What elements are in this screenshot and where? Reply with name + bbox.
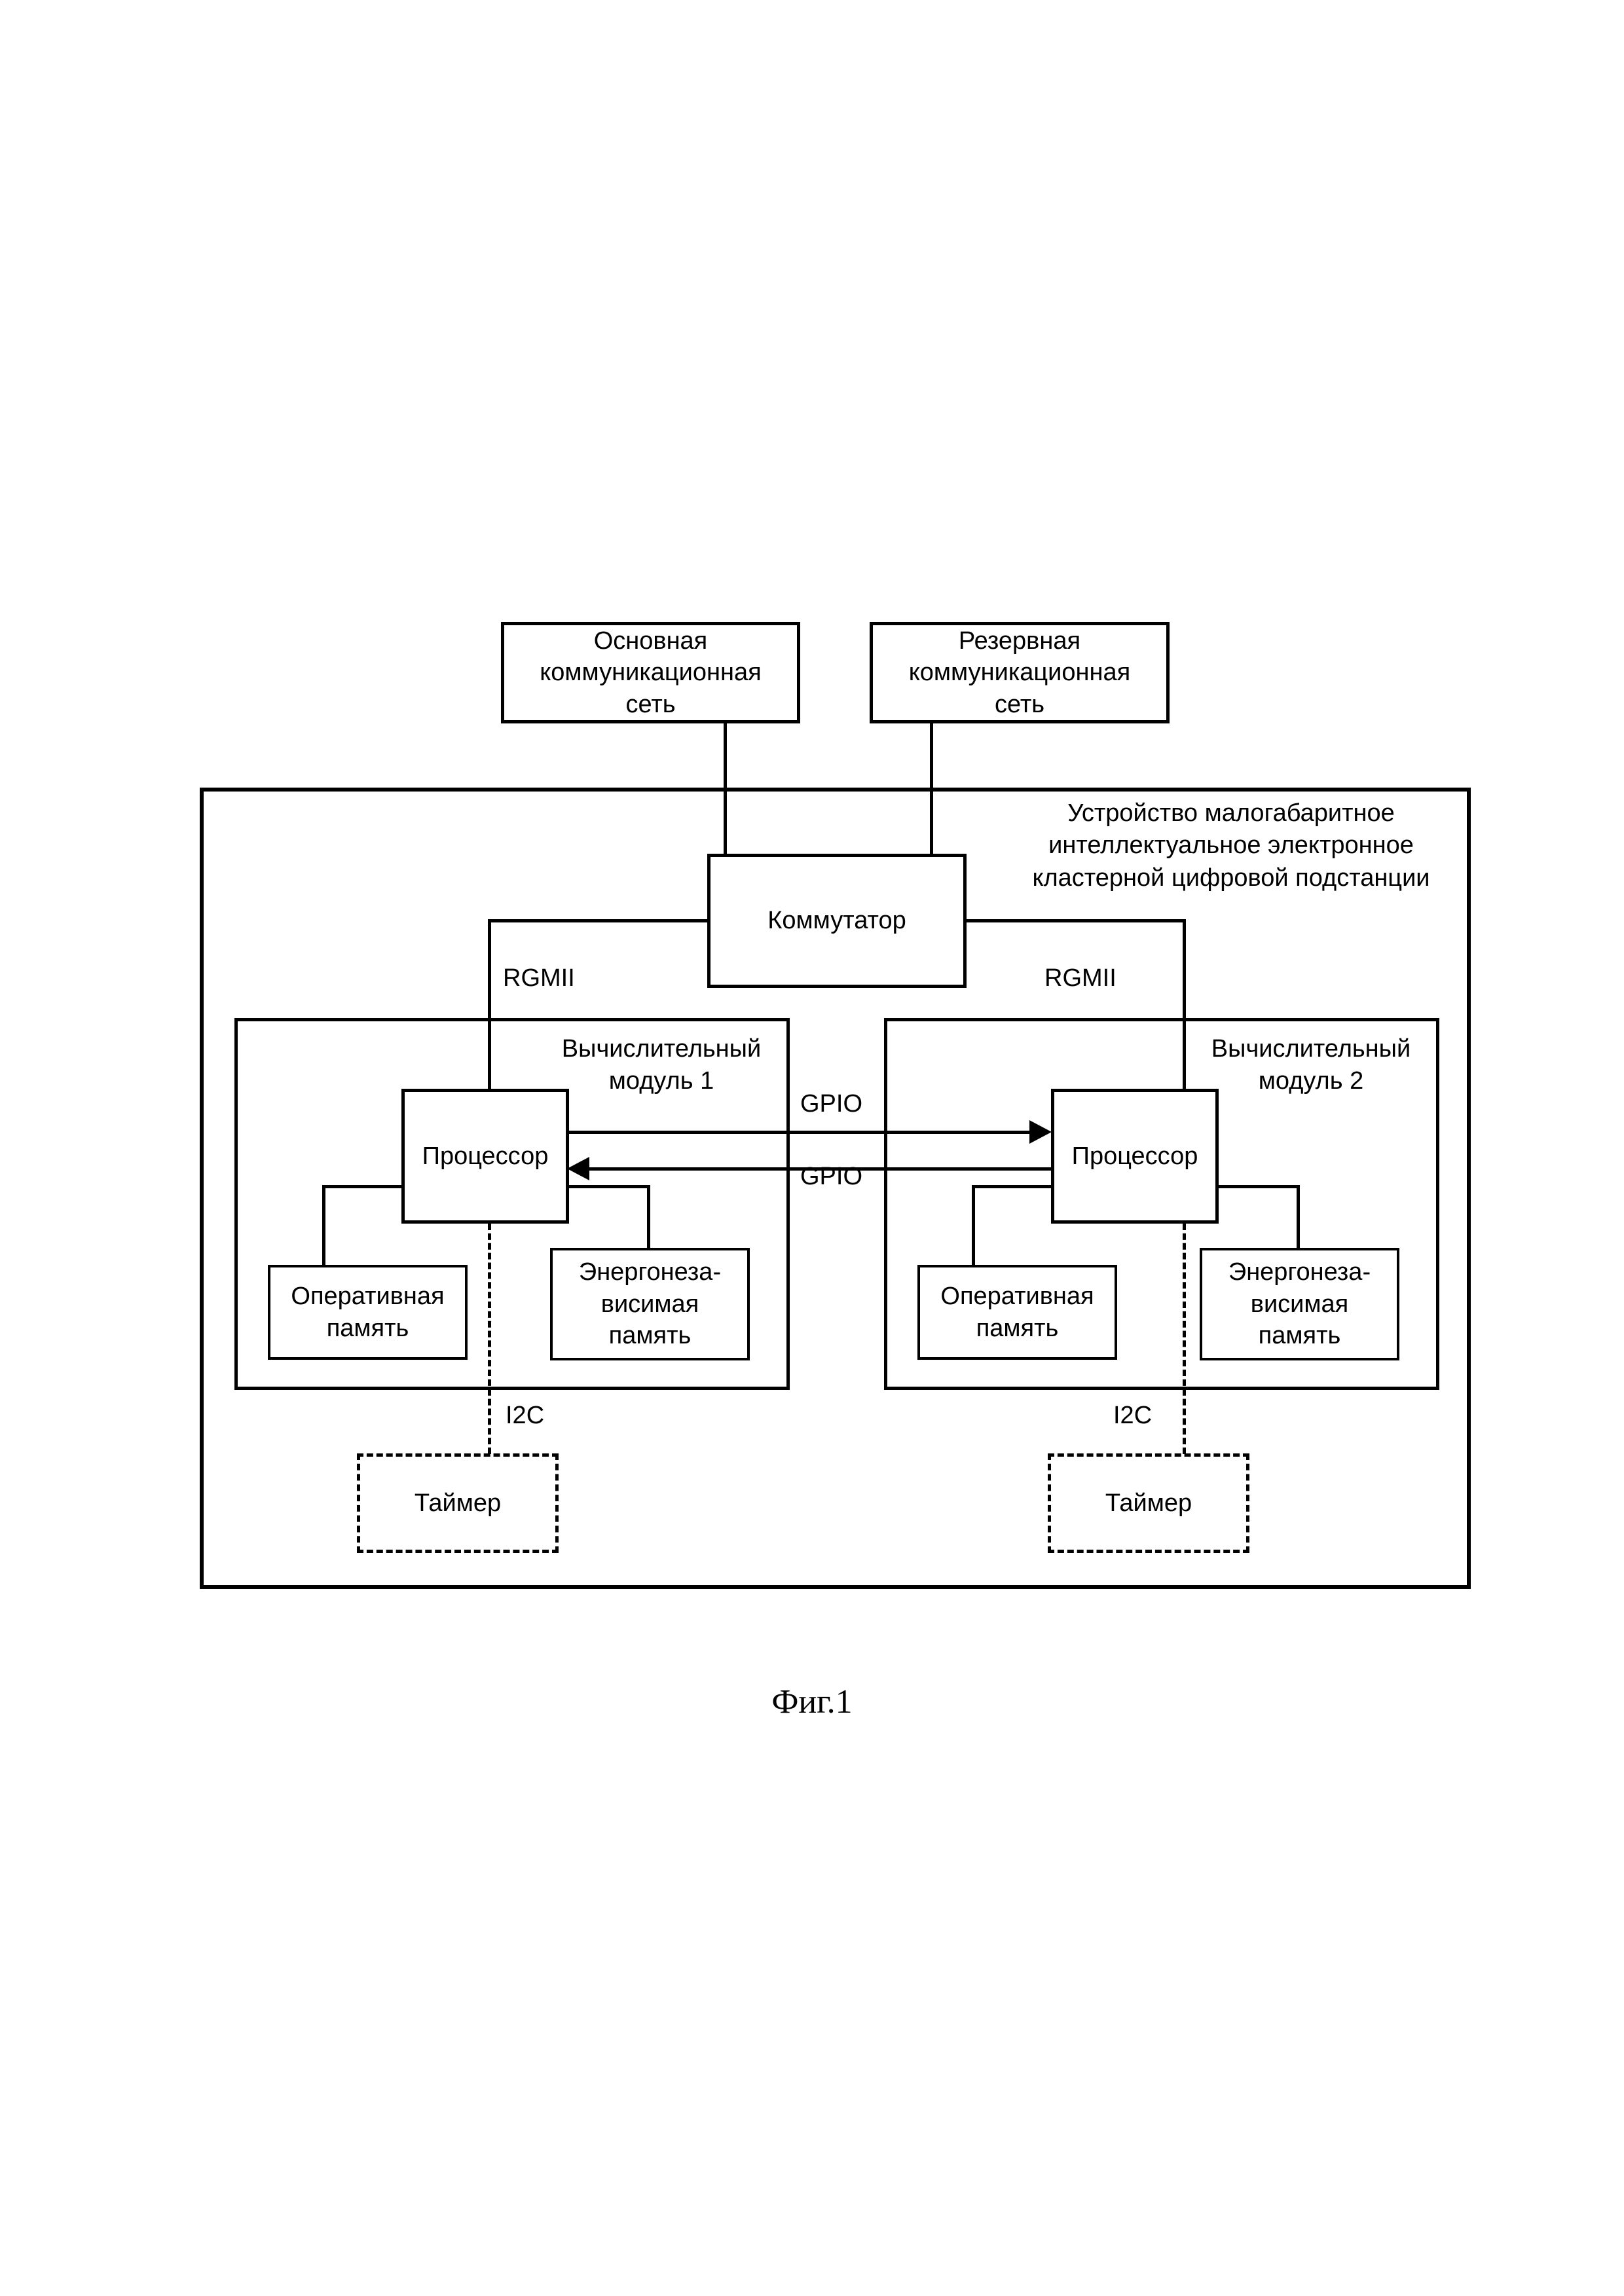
switch-left-branch-horizontal bbox=[488, 919, 710, 922]
nvm-2-box: Энергонеза- висимая память bbox=[1200, 1248, 1399, 1360]
processor-1-ram-link-vertical bbox=[322, 1185, 325, 1267]
processor-2-box: Процессор bbox=[1051, 1089, 1219, 1224]
processor-2-nvm-link-horizontal bbox=[1216, 1185, 1300, 1188]
switch-box: Коммутатор bbox=[707, 854, 967, 988]
processor-1-nvm-link-horizontal bbox=[566, 1185, 650, 1188]
primary-communication-network-label: Основная коммуникационная сеть bbox=[540, 627, 762, 718]
gpio-forward-line bbox=[567, 1131, 1033, 1134]
processor-1-ram-link-horizontal bbox=[322, 1185, 404, 1188]
gpio-forward-label: GPIO bbox=[800, 1090, 863, 1118]
backup-network-drop-line bbox=[930, 722, 933, 873]
ram-1-box: Оперативная память bbox=[268, 1265, 468, 1360]
nvm-1-label: Энергонеза- висимая память bbox=[578, 1258, 722, 1350]
primary-network-drop-line bbox=[724, 722, 727, 873]
processor-1-box: Процессор bbox=[401, 1089, 569, 1224]
figure-caption: Фиг.1 bbox=[771, 1683, 853, 1721]
processor-2-ram-link-horizontal bbox=[972, 1185, 1054, 1188]
timer-1-label: Таймер bbox=[414, 1489, 502, 1517]
computing-module-2-title: Вычислительный модуль 2 bbox=[1211, 1035, 1411, 1095]
computing-module-1-title: Вычислительный модуль 1 bbox=[561, 1035, 762, 1095]
switch-left-branch-vertical bbox=[488, 919, 491, 1091]
timer-1-box: Таймер bbox=[357, 1453, 559, 1553]
i2c-2-dashed-line bbox=[1183, 1224, 1186, 1454]
processor-1-nvm-link-vertical bbox=[647, 1185, 650, 1267]
ram-2-label: Оперативная память bbox=[940, 1282, 1094, 1342]
switch-label: Коммутатор bbox=[767, 907, 906, 935]
gpio-forward-arrowhead-icon bbox=[1029, 1120, 1052, 1144]
rgmii-left-label: RGMII bbox=[503, 964, 575, 992]
processor-1-label: Процессор bbox=[422, 1142, 549, 1170]
timer-2-label: Таймер bbox=[1105, 1489, 1192, 1517]
computing-module-2-container bbox=[884, 1018, 1439, 1390]
processor-2-nvm-link-vertical bbox=[1297, 1185, 1300, 1267]
backup-communication-network-label: Резервная коммуникационная сеть bbox=[908, 627, 1131, 718]
gpio-reverse-arrowhead-icon bbox=[567, 1157, 589, 1180]
device-outer-container bbox=[200, 788, 1471, 1589]
nvm-1-box: Энергонеза- висимая память bbox=[550, 1248, 750, 1360]
switch-right-branch-horizontal bbox=[963, 919, 1186, 922]
gpio-reverse-line bbox=[589, 1167, 1053, 1171]
rgmii-right-label: RGMII bbox=[1044, 964, 1116, 992]
i2c-1-label: I2C bbox=[506, 1402, 545, 1429]
timer-2-box: Таймер bbox=[1048, 1453, 1249, 1553]
gpio-reverse-label: GPIO bbox=[800, 1163, 863, 1190]
processor-2-ram-link-vertical bbox=[972, 1185, 975, 1267]
ram-2-box: Оперативная память bbox=[917, 1265, 1117, 1360]
computing-module-1-container bbox=[234, 1018, 790, 1390]
backup-communication-network-box: Резервная коммуникационная сеть bbox=[870, 622, 1170, 723]
device-title-label: Устройство малогабаритное интеллектуальн… bbox=[1032, 799, 1430, 892]
switch-right-branch-vertical bbox=[1183, 919, 1186, 1091]
primary-communication-network-box: Основная коммуникационная сеть bbox=[501, 622, 800, 723]
nvm-2-label: Энергонеза- висимая память bbox=[1228, 1258, 1371, 1350]
i2c-2-label: I2C bbox=[1113, 1402, 1153, 1429]
ram-1-label: Оперативная память bbox=[291, 1282, 445, 1342]
processor-2-label: Процессор bbox=[1071, 1142, 1198, 1170]
i2c-1-dashed-line bbox=[488, 1224, 491, 1454]
